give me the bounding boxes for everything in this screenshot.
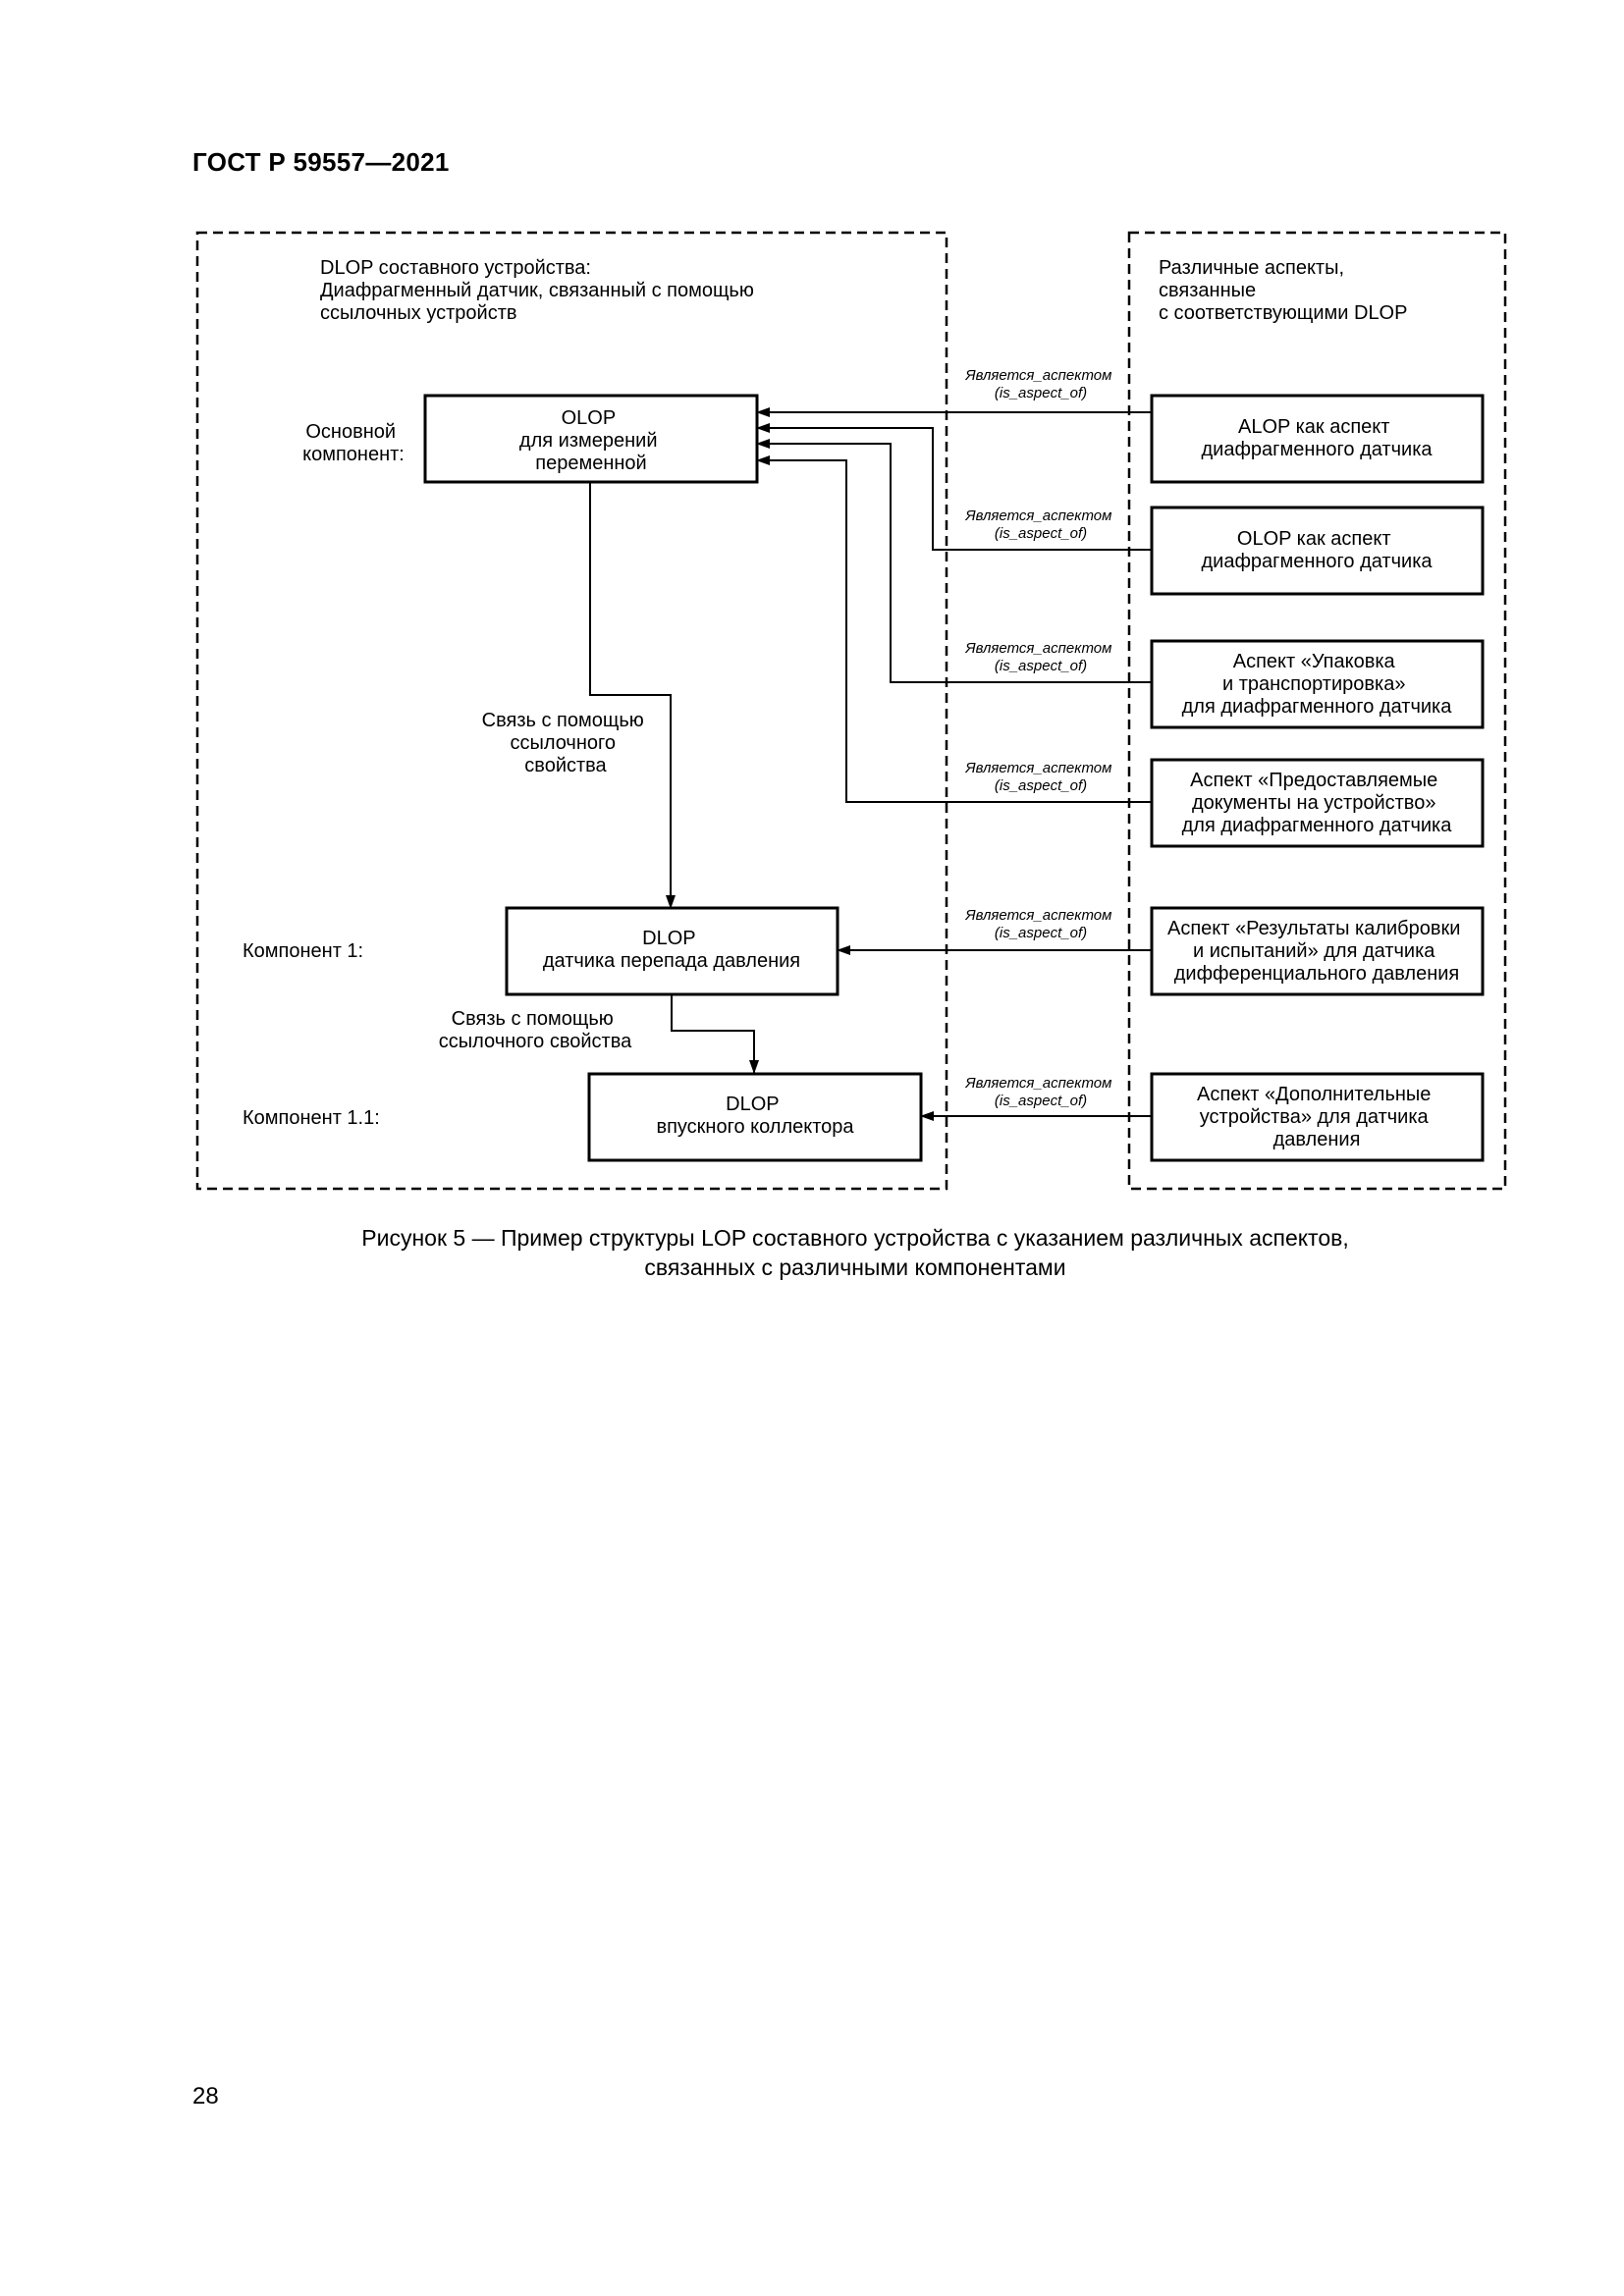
relation-label-5: Является_аспектом (is_aspect_of)	[964, 907, 1115, 941]
figure-caption-line-2: связанных с различными компонентами	[644, 1255, 1066, 1280]
aspect-box-documents: Аспект «Предоставляемые документы на уст…	[1150, 758, 1485, 848]
component-1-1-box: DLOP впускного коллектора	[587, 1072, 923, 1162]
relation-label-1: Является_аспектом (is_aspect_of)	[964, 367, 1115, 401]
aspect-box-alop: ALOP как аспект диафрагменного датчика	[1150, 394, 1485, 484]
svg-text:OLOP для измерений: OLOP для измерений переменной	[519, 407, 663, 474]
figure-caption: Рисунок 5 — Пример структуры LOP составн…	[192, 1223, 1518, 1282]
reference-link-arrow-2	[671, 994, 759, 1074]
svg-text:Аспект «Предоставляемые: Аспект «Предоставляемые документы на уст…	[1182, 770, 1453, 836]
main-component-box: OLOP для измерений переменной	[423, 394, 759, 484]
main-component-label: Основной компонент:	[302, 421, 405, 465]
aspect-arrow-olop	[756, 423, 1152, 551]
svg-text:Аспект «Упаковка и транс: Аспект «Упаковка и транспортировка» для …	[1182, 651, 1453, 718]
left-panel-title: DLOP составного устройства: Диафрагменны…	[320, 257, 759, 324]
aspect-arrow-documents	[756, 455, 1152, 803]
relation-label-2: Является_аспектом (is_aspect_of)	[964, 507, 1115, 542]
svg-text:ALOP как аспект диафрагм: ALOP как аспект диафрагменного датчика	[1202, 416, 1434, 460]
right-panel-title: Различные аспекты, связанные с соответст…	[1159, 257, 1407, 324]
component-1-1-label: Компонент 1.1:	[243, 1107, 380, 1129]
component-1-box: DLOP датчика перепада давления	[505, 906, 839, 996]
aspect-box-calibration: Аспект «Результаты калибровки и испытани…	[1150, 906, 1485, 996]
right-panel-frame	[1127, 231, 1507, 1191]
reference-link-arrow-1	[589, 482, 676, 909]
left-panel-frame	[195, 231, 948, 1191]
relation-label-6: Является_аспектом (is_aspect_of)	[964, 1075, 1115, 1109]
relation-label-4: Является_аспектом (is_aspect_of)	[964, 760, 1115, 794]
component-1-label: Компонент 1:	[243, 940, 363, 962]
svg-text:Аспект «Результаты калибровки: Аспект «Результаты калибровки и испытани…	[1167, 918, 1466, 985]
document-header: ГОСТ Р 59557—2021	[192, 147, 450, 177]
figure-caption-line-1: Рисунок 5 — Пример структуры LOP составн…	[361, 1225, 1349, 1251]
svg-text:DLOP впускного коллектор: DLOP впускного коллектора	[656, 1094, 854, 1138]
aspect-box-olop: OLOP как аспект диафрагменного датчика	[1150, 506, 1485, 596]
aspect-arrow-packaging	[756, 439, 1152, 683]
page-number: 28	[192, 2083, 219, 2109]
svg-text:DLOP датчика перепада да: DLOP датчика перепада давления	[543, 928, 800, 972]
aspect-box-packaging: Аспект «Упаковка и транспортировка» для …	[1150, 639, 1485, 729]
relation-label-3: Является_аспектом (is_aspect_of)	[964, 640, 1115, 674]
reference-link-label-2: Связь с помощью ссылочного свойства	[439, 1008, 632, 1052]
aspect-box-additional-devices: Аспект «Дополнительные устройства» для д…	[1150, 1072, 1485, 1162]
svg-text:Аспект «Дополнительные у: Аспект «Дополнительные устройства» для д…	[1197, 1084, 1436, 1150]
reference-link-label-1: Связь с помощью ссылочного свойства	[482, 710, 650, 776]
svg-text:OLOP как аспект диафрагм: OLOP как аспект диафрагменного датчика	[1202, 528, 1434, 572]
